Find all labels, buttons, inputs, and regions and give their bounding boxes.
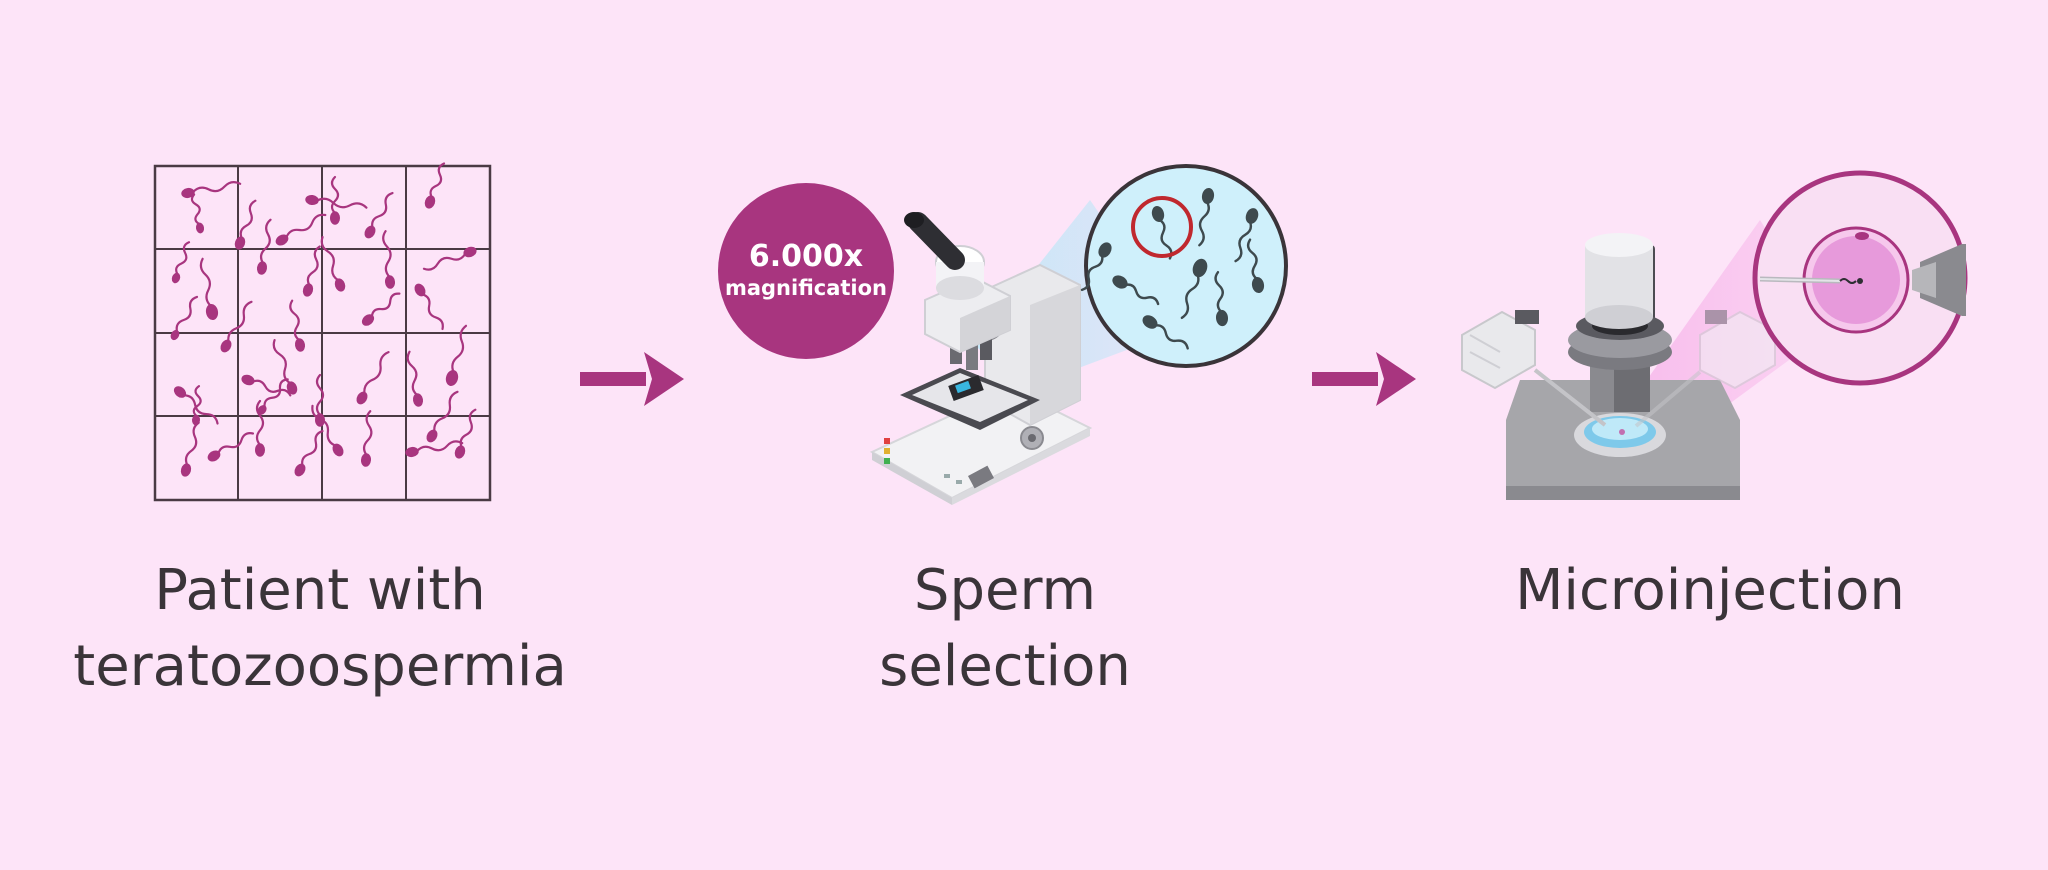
sperm-cell-icon [302, 245, 321, 297]
microscope-icon [869, 212, 1093, 505]
sperm-cell-icon [190, 193, 205, 234]
sperm-cell-icon [257, 378, 289, 415]
sperm-cell-icon [181, 180, 242, 199]
step-caption-sperm-selection: Sperm selection [820, 553, 1190, 705]
oocyte-zoom-circle [1752, 170, 1968, 386]
sperm-cell-icon [320, 235, 346, 292]
sperm-cell-icon [311, 404, 344, 457]
step-caption-microinjection: Microinjection [1460, 553, 1960, 629]
sperm-cell-icon [330, 175, 340, 225]
sperm-cell-icon [426, 390, 459, 443]
sperm-cell-icon [275, 213, 327, 246]
sperm-cell-icon [364, 191, 394, 239]
sperm-cell-icon [199, 257, 219, 321]
step-caption-patient: Patient with teratozoospermia [40, 553, 600, 705]
sperm-cell-icon [272, 338, 298, 395]
sperm-cell-icon [234, 199, 257, 250]
sperm-cell-icon [1142, 315, 1189, 350]
sperm-cell-icon [171, 241, 191, 284]
sperm-cell-icon [256, 218, 272, 275]
sperm-cell-icon [414, 283, 444, 331]
sperm-cell-icon [454, 408, 477, 459]
sperm-cell-icon [1180, 258, 1208, 320]
microinjection-station-icon [1461, 233, 1776, 500]
sperm-cell-icon [1198, 187, 1215, 247]
sperm-cell-icon [361, 292, 401, 326]
sperm-cell-icon [1214, 270, 1229, 327]
sperm-cell-icon [1112, 275, 1160, 306]
caption-line: teratozoospermia [73, 634, 567, 699]
sperm-cell-icon [382, 230, 396, 289]
sperm-cell-icon [305, 194, 368, 209]
sperm-cell-icon [191, 385, 202, 426]
sperm-cell-icon [173, 386, 219, 425]
sperm-cell-icon [1151, 206, 1173, 260]
sperm-cell-icon [356, 351, 390, 405]
sperm-cell-icon [424, 162, 446, 209]
sperm-zoom-circle [1080, 164, 1288, 368]
sperm-cell-icon [255, 399, 265, 457]
sperm-cell-icon [422, 246, 477, 271]
sperm-cell-icon [180, 421, 200, 477]
sperm-cell-icon [220, 300, 253, 353]
arrow-right-icon [580, 352, 684, 406]
sperm-cell-icon [1080, 242, 1112, 292]
sperm-cell-icon [360, 410, 373, 467]
caption-line: Microinjection [1515, 558, 1905, 623]
magnification-badge [718, 183, 894, 359]
arrow-right-icon [1312, 352, 1416, 406]
sperm-cell-icon [445, 324, 468, 386]
sperm-sample-grid-icon [153, 162, 492, 502]
sperm-cell-icon [241, 374, 292, 397]
sperm-cell-icon [405, 440, 464, 458]
selected-sperm-highlight-ring [1131, 196, 1193, 258]
sperm-cell-icon [1234, 208, 1259, 263]
sperm-cell-icon [170, 295, 199, 341]
sperm-cell-icon [294, 429, 324, 477]
caption-line: Patient with [154, 558, 486, 623]
sperm-cell-icon [207, 432, 255, 462]
sperm-cell-icon [406, 350, 424, 407]
sperm-cell-icon [289, 299, 306, 352]
sperm-cell-icon [1246, 238, 1265, 294]
caption-line: selection [879, 634, 1131, 699]
caption-line: Sperm [913, 558, 1097, 623]
